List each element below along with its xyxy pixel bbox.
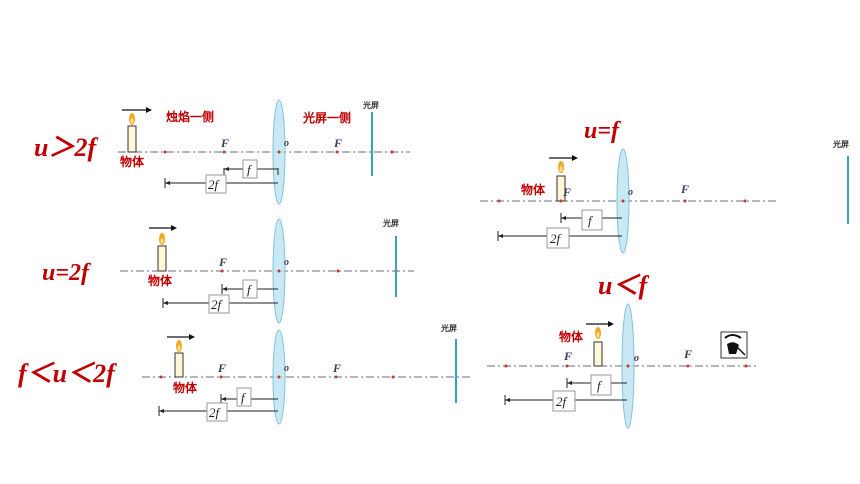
f-label: f <box>247 162 253 177</box>
arrow-right-icon <box>122 107 152 113</box>
focal-label-right: F <box>683 347 692 361</box>
focal-label-left: F <box>563 349 572 363</box>
focal-label-right: F <box>332 361 341 375</box>
dim-arrowhead <box>159 409 164 413</box>
twof-box <box>205 174 227 194</box>
screen-label: 光屏 <box>362 100 379 110</box>
optical-center-label: o <box>284 138 289 149</box>
optical-center-point <box>277 269 281 273</box>
image-icon <box>720 331 748 359</box>
dim-arrowhead <box>498 234 503 238</box>
focal-point-left <box>565 364 569 368</box>
screen-side-label: 光屏一侧 <box>302 110 351 125</box>
twof-box <box>546 227 570 249</box>
twof-point-left <box>497 199 501 203</box>
optical-center-point <box>277 375 281 379</box>
twof-box <box>206 402 228 422</box>
screen-label: 光屏 <box>382 218 399 228</box>
twof-label: 2f <box>209 405 222 420</box>
f-box <box>590 374 612 396</box>
optical-center-point <box>626 364 630 368</box>
focal-label-right: F <box>680 182 689 196</box>
arrow-right-icon <box>167 334 195 340</box>
focal-point-right <box>686 364 690 368</box>
object-label: 物体 <box>559 329 584 344</box>
optical-center-label: o <box>284 257 289 268</box>
focal-label-left: F <box>220 136 229 150</box>
focal-point-left <box>559 199 563 203</box>
optical-center-point <box>621 199 625 203</box>
candle-icon <box>593 327 603 367</box>
dim-arrowhead <box>567 381 572 385</box>
twof-point-right <box>744 364 748 368</box>
twof-point-right <box>391 375 395 379</box>
focal-label-left: F <box>218 255 227 269</box>
condition-label: u＜f <box>598 271 649 300</box>
panel-u-greater-2f: u＞2f 物体 烛焰一侧 光屏一侧 F F o 光屏 <box>34 99 410 205</box>
focal-point-right <box>335 150 339 154</box>
f-label: f <box>597 378 603 393</box>
panel-u-less-f: u＜f 物体 F F o f <box>487 271 756 429</box>
dim-arrowhead <box>561 216 566 220</box>
dim-arrowhead <box>505 398 510 402</box>
twof-point-right <box>390 150 394 154</box>
focal-point-right <box>334 375 338 379</box>
focal-point-left <box>222 150 226 154</box>
object-label: 物体 <box>173 380 198 395</box>
f-box <box>236 387 252 407</box>
focal-point-right <box>683 199 687 203</box>
twof-box <box>552 390 576 412</box>
optical-center-point <box>277 150 281 154</box>
screen-label: 光屏 <box>832 139 849 149</box>
object-label: 物体 <box>521 182 546 197</box>
candle-icon <box>157 233 167 272</box>
twof-point-left <box>504 364 508 368</box>
twof-label: 2f <box>211 297 224 312</box>
panel-u-equal-2f: u=2f 物体 F o 光屏 f 2f <box>42 218 414 324</box>
optical-center-label: o <box>628 187 633 198</box>
dim-arrowhead <box>163 301 168 305</box>
dim-arrowhead <box>224 167 229 171</box>
arrow-right-icon <box>586 321 614 327</box>
f-box <box>242 159 258 179</box>
focal-label-left: F <box>217 361 226 375</box>
focal-point-left <box>220 269 224 273</box>
candle-icon <box>127 113 137 153</box>
twof-box <box>208 294 230 314</box>
screen-label: 光屏 <box>440 323 457 333</box>
panel-f-less-u-less-2f: f＜u＜2f 物体 F F o 光屏 f 2f <box>18 323 470 425</box>
condition-label: u=f <box>584 118 621 144</box>
f-label: f <box>588 213 594 228</box>
twof-label: 2f <box>550 231 563 246</box>
dim-arrowhead <box>222 287 227 291</box>
focal-label-right: F <box>333 136 342 150</box>
twof-label: 2f <box>556 394 569 409</box>
f-label: f <box>247 282 253 297</box>
object-label: 物体 <box>120 154 145 169</box>
condition-label: u=2f <box>42 260 91 286</box>
f-box <box>581 209 603 231</box>
flame-side-label: 烛焰一侧 <box>166 109 214 124</box>
condition-label: u＞2f <box>34 133 98 162</box>
f-label: f <box>241 390 247 405</box>
candle-icon <box>174 340 184 378</box>
twof-label: 2f <box>208 177 221 192</box>
focal-point-left <box>219 375 223 379</box>
twof-point-right <box>743 199 747 203</box>
twof-point-left <box>163 150 167 154</box>
panel-u-equal-f: u=f 物体 F F o 光屏 f 2f <box>480 118 849 254</box>
optical-center-label: o <box>284 363 289 374</box>
arrow-right-icon <box>549 155 578 161</box>
focal-label-left: F <box>562 185 571 199</box>
arrow-right-icon <box>149 225 177 231</box>
dim-arrowhead <box>221 397 226 401</box>
focal-point-right <box>336 269 340 273</box>
twof-point-left <box>159 375 163 379</box>
object-label: 物体 <box>148 273 173 288</box>
dim-arrowhead <box>165 181 170 185</box>
optical-center-label: o <box>634 353 639 364</box>
f-box <box>242 279 258 299</box>
condition-label: f＜u＜2f <box>18 359 117 388</box>
